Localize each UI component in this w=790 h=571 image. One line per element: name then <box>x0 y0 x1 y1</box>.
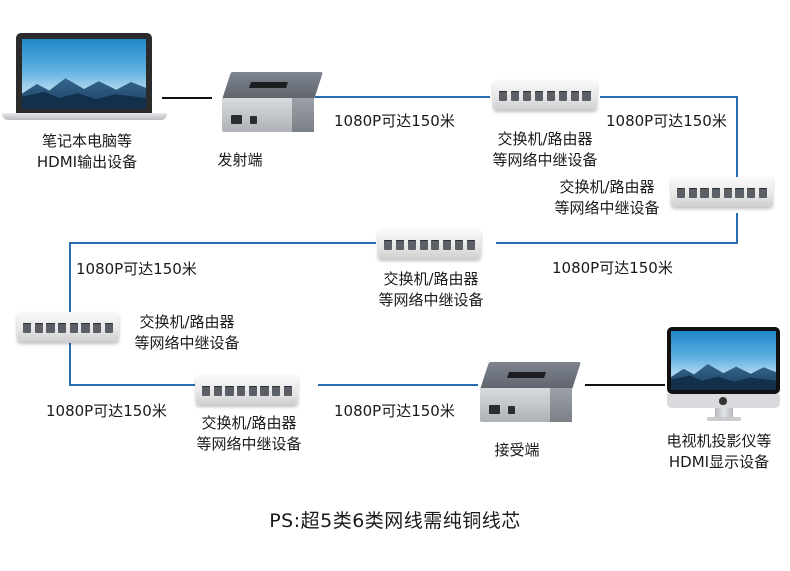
link-label-3: 1080P可达150米 <box>552 259 673 277</box>
switch-4-label-line2: 等网络中继设备 <box>134 334 240 352</box>
link-label-5: 1080P可达150米 <box>46 402 167 420</box>
display-label: 电视机投影仪等 HDMI显示设备 <box>648 431 790 473</box>
switch-1-label-line1: 交换机/路由器 <box>497 130 593 148</box>
display-label-line1: 电视机投影仪等 <box>666 432 772 450</box>
footer-note: PS:超5类6类网线需纯铜线芯 <box>269 510 521 532</box>
switch-1-label: 交换机/路由器 等网络中继设备 <box>470 129 620 171</box>
link-label-1: 1080P可达150米 <box>334 112 455 130</box>
network-switch-icon <box>17 312 119 342</box>
switch-5-label-line1: 交换机/路由器 <box>201 414 297 432</box>
switch-4-label: 交换机/路由器 等网络中继设备 <box>112 312 262 354</box>
laptop-icon <box>16 33 152 113</box>
laptop <box>2 33 167 121</box>
net-cable-3 <box>496 213 738 244</box>
receiver-label: 接受端 <box>494 441 540 459</box>
network-switch-icon <box>196 375 298 405</box>
display-label-line2: HDMI显示设备 <box>668 453 770 471</box>
transmitter-device <box>222 72 323 132</box>
switch-5-label-line2: 等网络中继设备 <box>196 435 302 453</box>
switch-2-label: 交换机/路由器 等网络中继设备 <box>532 177 682 219</box>
laptop-label: 笔记本电脑等 HDMI输出设备 <box>12 131 162 173</box>
network-switch-icon <box>671 177 773 207</box>
imac-icon <box>667 327 780 422</box>
switch-2-label-line1: 交换机/路由器 <box>559 178 655 196</box>
laptop-label-line1: 笔记本电脑等 <box>41 132 132 150</box>
switch-5-label: 交换机/路由器 等网络中继设备 <box>174 413 324 455</box>
switch-3-label: 交换机/路由器 等网络中继设备 <box>356 269 506 311</box>
net-cable-2 <box>600 96 738 177</box>
net-cable-5 <box>69 343 195 386</box>
network-switch-icon <box>493 80 597 110</box>
laptop-label-line2: HDMI输出设备 <box>36 153 138 171</box>
receiver-device <box>480 362 581 422</box>
network-switch-icon <box>378 229 481 259</box>
switch-4-label-line1: 交换机/路由器 <box>139 313 235 331</box>
switch-3-label-line2: 等网络中继设备 <box>378 291 484 309</box>
switch-3-label-line1: 交换机/路由器 <box>383 270 479 288</box>
net-cable-4 <box>69 242 376 313</box>
switch-1-label-line2: 等网络中继设备 <box>492 151 598 169</box>
link-label-2: 1080P可达150米 <box>606 112 727 130</box>
switch-2-label-line2: 等网络中继设备 <box>554 199 660 217</box>
transmitter-label: 发射端 <box>217 151 263 169</box>
link-label-4: 1080P可达150米 <box>76 260 197 278</box>
link-label-6: 1080P可达150米 <box>334 402 455 420</box>
